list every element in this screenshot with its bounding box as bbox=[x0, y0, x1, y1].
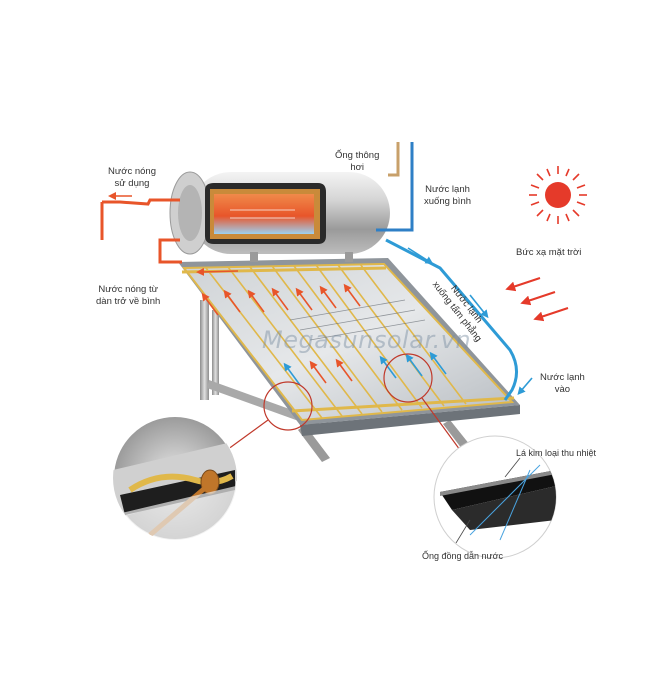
label-vent-pipe: Ống thông hơi bbox=[335, 150, 379, 174]
cold-water-inlet-pipe bbox=[376, 142, 414, 232]
label-copper-pipe: Ống đồng dẫn nước bbox=[422, 551, 503, 561]
label-hot-water-use-line1: Nước nóng bbox=[108, 166, 156, 177]
label-hot-water-return: Nước nóng từ dàn trở về bình bbox=[96, 284, 160, 308]
label-cold-water-down-line1: Nước lạnh bbox=[425, 184, 470, 195]
label-cold-water-in-line1: Nước lạnh bbox=[540, 372, 585, 383]
label-hot-water-return-line1: Nước nóng từ bbox=[98, 284, 158, 295]
label-cold-water-in: Nước lạnh vào bbox=[540, 372, 585, 396]
label-cold-water-down-line2: xuống bình bbox=[424, 196, 472, 207]
watermark: Megasunsolar.vn bbox=[262, 326, 472, 354]
pipe-flow-arrows bbox=[108, 192, 533, 396]
label-vent-pipe-line1: Ống thông bbox=[335, 150, 380, 161]
hot-return-pipe bbox=[158, 238, 182, 264]
storage-tank bbox=[169, 171, 390, 262]
label-absorber-fin: Lá kim loại thu nhiệt bbox=[516, 448, 597, 458]
label-hot-water-return-line2: dàn trở về bình bbox=[96, 296, 161, 307]
hot-water-outlet-pipe bbox=[102, 198, 180, 206]
label-solar-radiation: Bức xạ mặt trời bbox=[516, 247, 582, 258]
vent-pipe bbox=[388, 142, 400, 177]
zoom-callout-right bbox=[383, 353, 557, 559]
label-cold-water-down: Nước lạnh xuống bình bbox=[424, 184, 471, 208]
zoom-callout-left bbox=[112, 381, 313, 541]
label-vent-pipe-line2: hơi bbox=[350, 162, 364, 173]
radiation-arrow-icon bbox=[505, 277, 569, 322]
label-cold-water-in-line2: vào bbox=[554, 384, 571, 395]
panel-flow-arrows bbox=[196, 267, 447, 386]
flat-panel-collector bbox=[178, 258, 520, 436]
callout-pointers bbox=[455, 457, 521, 544]
sun-icon bbox=[529, 166, 587, 224]
label-hot-water-use-line2: sử dụng bbox=[114, 178, 150, 189]
label-hot-water-use: Nước nóng sử dụng bbox=[108, 166, 156, 190]
pipes bbox=[100, 142, 518, 401]
cold-supply-pipe bbox=[385, 238, 518, 401]
